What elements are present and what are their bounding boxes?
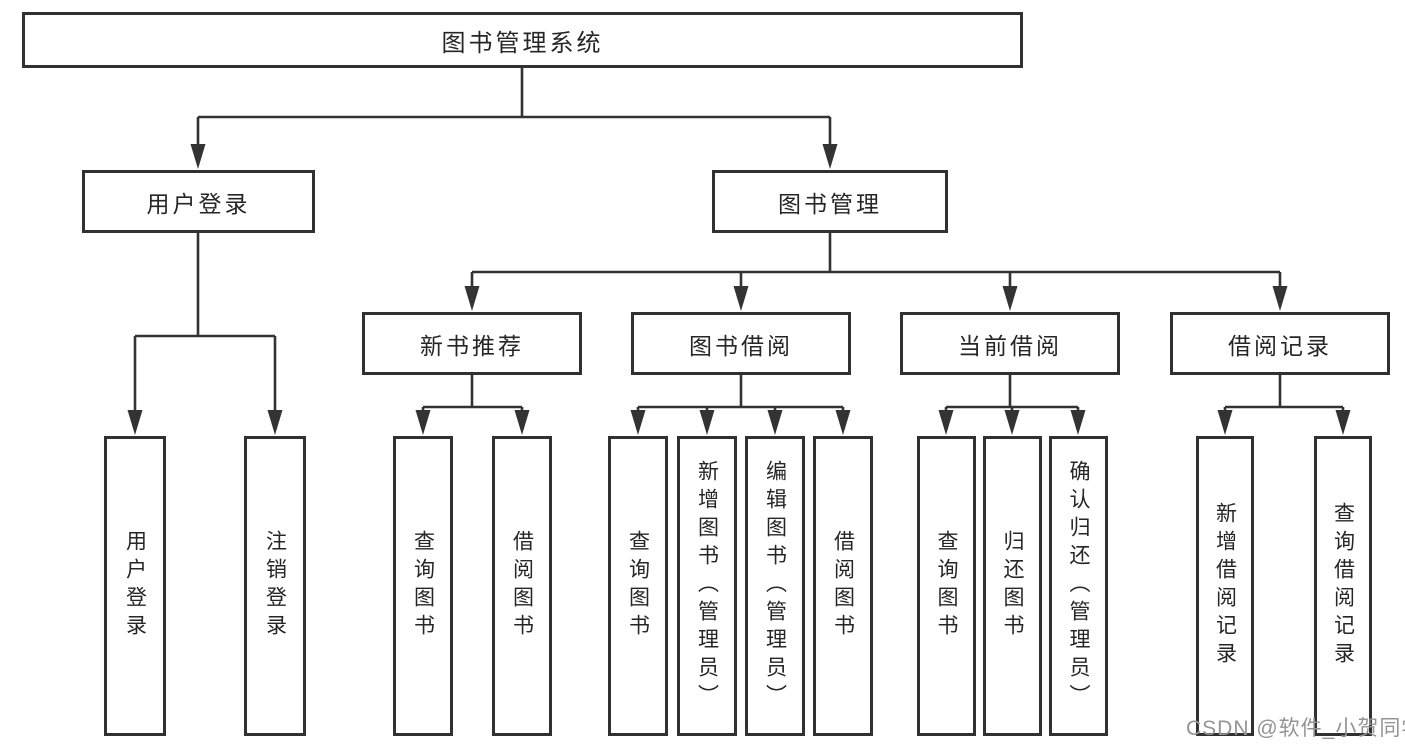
- arrowhead: [630, 410, 646, 435]
- arrowhead: [190, 144, 206, 169]
- connector-root-to-level2: [196, 68, 832, 147]
- node-label: 新增图书（管理员）: [695, 460, 719, 712]
- arrowhead: [514, 410, 530, 435]
- node-add-borrow-record: 新增借阅记录: [1196, 436, 1254, 736]
- node-new-book-recommendation: 新书推荐: [362, 312, 582, 375]
- node-label: 当前借阅: [958, 332, 1062, 359]
- node-query-books-recommend: 查询图书: [393, 436, 453, 736]
- node-label: 借阅图书: [510, 530, 534, 642]
- node-label: 新增借阅记录: [1213, 502, 1237, 670]
- node-borrowing-records: 借阅记录: [1170, 312, 1390, 375]
- arrowhead: [1004, 410, 1020, 435]
- node-book-borrowing: 图书借阅: [631, 312, 851, 375]
- node-label: 编辑图书（管理员）: [763, 460, 787, 712]
- node-label: 图书借阅: [689, 332, 793, 359]
- arrowhead: [127, 410, 143, 435]
- arrowhead: [938, 410, 954, 435]
- arrowhead: [1070, 410, 1086, 435]
- connector-bookborrow-to-children: [636, 375, 845, 413]
- node-label: 新书推荐: [420, 332, 524, 359]
- connector-userlogin-to-children: [133, 233, 277, 413]
- node-label: 借阅图书: [831, 530, 855, 642]
- arrowhead: [822, 144, 838, 169]
- node-label: 查询借阅记录: [1331, 502, 1355, 670]
- arrowhead: [267, 410, 283, 435]
- arrowhead: [1335, 410, 1351, 435]
- node-user-login-leaf: 用户登录: [104, 436, 166, 736]
- arrowhead: [733, 286, 749, 311]
- node-query-borrow-record: 查询借阅记录: [1314, 436, 1372, 736]
- node-current-borrowing: 当前借阅: [900, 312, 1120, 375]
- connector-bookmgmt-to-level3: [470, 233, 1282, 290]
- arrowhead: [415, 410, 431, 435]
- arrowhead: [464, 286, 480, 311]
- node-book-management: 图书管理: [712, 170, 948, 233]
- node-borrow-books-leaf: 借阅图书: [813, 436, 873, 736]
- node-user-login: 用户登录: [82, 170, 315, 233]
- connector-records-to-children: [1223, 375, 1345, 413]
- arrowhead: [699, 410, 715, 435]
- node-label: 归还图书: [1001, 530, 1024, 642]
- node-label: 借阅记录: [1228, 332, 1332, 359]
- node-confirm-return-admin: 确认归还（管理员）: [1049, 436, 1108, 736]
- node-label: 用户登录: [123, 530, 147, 642]
- arrowhead: [1217, 410, 1233, 435]
- connector-currentborrow-to-children: [944, 375, 1080, 413]
- node-label: 注销登录: [263, 530, 287, 642]
- node-edit-book-admin: 编辑图书（管理员）: [745, 436, 805, 736]
- node-label: 确认归还（管理员）: [1067, 460, 1090, 712]
- node-label: 用户登录: [146, 190, 251, 217]
- connector-newbooks-to-children: [421, 375, 524, 413]
- node-query-books-borrow: 查询图书: [608, 436, 668, 736]
- node-label: 图书管理: [778, 190, 882, 217]
- node-add-book-admin: 新增图书（管理员）: [677, 436, 737, 736]
- node-query-books-current: 查询图书: [917, 436, 976, 736]
- node-logout: 注销登录: [244, 436, 306, 736]
- arrowhead: [767, 410, 783, 435]
- arrowhead: [1002, 286, 1018, 311]
- csdn-watermark: CSDN @软件_小贺同学: [1186, 717, 1405, 740]
- arrowhead: [835, 410, 851, 435]
- node-label: 查询图书: [935, 530, 958, 642]
- node-borrow-books-recommend: 借阅图书: [492, 436, 552, 736]
- node-library-management-system: 图书管理系统: [22, 12, 1023, 68]
- arrowhead: [1272, 286, 1288, 311]
- node-label: 查询图书: [411, 530, 435, 642]
- node-label: 图书管理系统: [441, 29, 604, 57]
- node-return-books: 归还图书: [983, 436, 1042, 736]
- node-label: 查询图书: [626, 530, 650, 642]
